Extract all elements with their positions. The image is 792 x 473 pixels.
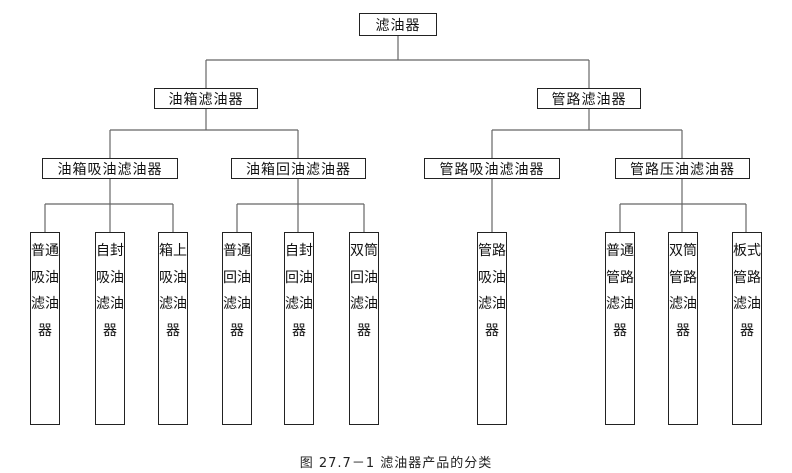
leaf-node: 自封吸油滤油器 bbox=[95, 232, 125, 425]
leaf-node: 双筒管路滤油器 bbox=[668, 232, 698, 425]
leaf-node: 普通管路滤油器 bbox=[605, 232, 635, 425]
node-pipeline-pressure-filter: 管路压油滤油器 bbox=[615, 158, 750, 179]
node-pipeline-suction-filter: 管路吸油滤油器 bbox=[424, 158, 560, 179]
leaf-node: 普通吸油滤油器 bbox=[30, 232, 60, 425]
leaf-node: 箱上吸油滤油器 bbox=[158, 232, 188, 425]
node-pipeline-filter: 管路滤油器 bbox=[537, 88, 641, 109]
node-tank-suction-filter: 油箱吸油滤油器 bbox=[42, 158, 178, 179]
leaf-node: 板式管路滤油器 bbox=[732, 232, 762, 425]
leaf-node: 管路吸油滤油器 bbox=[477, 232, 507, 425]
figure-caption: 图 27.7－1 滤油器产品的分类 bbox=[299, 456, 493, 471]
leaf-node: 普通回油滤油器 bbox=[222, 232, 252, 425]
leaf-node: 自封回油滤油器 bbox=[284, 232, 314, 425]
leaf-node: 双筒回油滤油器 bbox=[349, 232, 379, 425]
node-tank-filter: 油箱滤油器 bbox=[154, 88, 258, 109]
root-node: 滤油器 bbox=[359, 13, 437, 36]
node-tank-return-filter: 油箱回油滤油器 bbox=[231, 158, 366, 179]
